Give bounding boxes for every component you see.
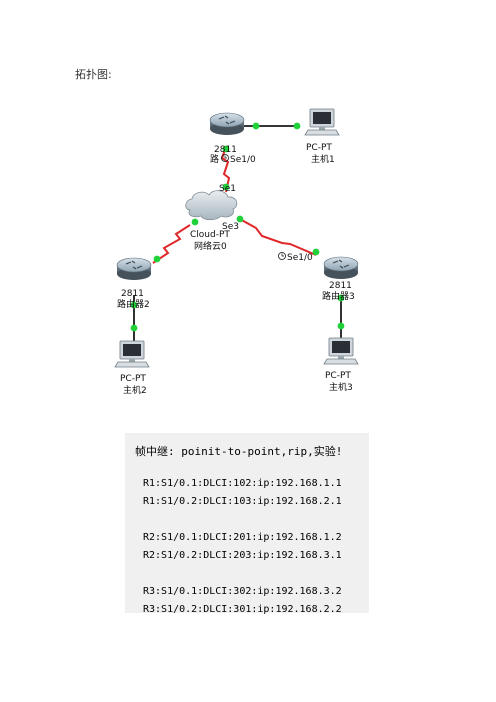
- port-dot: [312, 248, 320, 256]
- serial-link-r1-cloud: [220, 146, 231, 193]
- pc3-model: PC-PT: [325, 371, 351, 381]
- pc1-model: PC-PT: [306, 143, 332, 153]
- cloud-model: Cloud-PT: [190, 230, 230, 240]
- router-r2-icon[interactable]: [116, 257, 152, 281]
- cloud-icon[interactable]: [185, 190, 238, 221]
- serial-link-cloud-r3: [237, 217, 317, 256]
- router-r1-model: 2811: [214, 145, 237, 155]
- config-line: R1:S1/0.2:DLCI:103:ip:192.168.2.1: [143, 496, 342, 507]
- clock-hands: [281, 253, 284, 257]
- pc2-icon[interactable]: [114, 340, 150, 368]
- pc2-model: PC-PT: [120, 374, 146, 384]
- cloud-name: 网络云0: [194, 240, 227, 252]
- port-dot: [130, 324, 138, 332]
- cloud-port-se3: Se3: [222, 222, 239, 232]
- clock-icon: [278, 252, 286, 260]
- pc1-name: 主机1: [311, 153, 335, 165]
- config-line: R2:S1/0.1:DLCI:201:ip:192.168.1.2: [143, 532, 342, 543]
- port-indicators: [130, 122, 345, 332]
- pc3-icon[interactable]: [323, 337, 359, 365]
- port-dot: [293, 122, 301, 130]
- port-dot: [222, 145, 230, 153]
- page-heading: 拓扑图:: [75, 68, 112, 81]
- serial-link-cloud-r2: [152, 224, 191, 264]
- network-topology-diagram: 2811 路 Se1/0 PC-PT 主机1 Se1 Se3 Cloud-PT …: [114, 108, 359, 396]
- port-dot: [153, 255, 161, 263]
- config-line: R3:S1/0.1:DLCI:302:ip:192.168.3.2: [143, 586, 342, 597]
- router-r2-model: 2811: [121, 289, 144, 299]
- router-r1-icon[interactable]: [209, 112, 245, 136]
- pc3-name: 主机3: [329, 381, 353, 393]
- clock-hands: [224, 155, 227, 159]
- clock-icon: [221, 154, 229, 162]
- port-dot: [337, 294, 345, 302]
- router-r2-name: 路由器2: [117, 298, 150, 310]
- config-panel: 帧中继: poinit-to-point,rip,实验! R1:S1/0.1:D…: [125, 433, 369, 615]
- port-dot: [191, 218, 199, 226]
- router-r3-name: 路由器3: [322, 290, 355, 302]
- config-line: R2:S1/0.2:DLCI:203:ip:192.168.3.1: [143, 550, 342, 561]
- config-line: R3:S1/0.2:DLCI:301:ip:192.168.2.2: [143, 604, 342, 615]
- pc1-icon[interactable]: [304, 108, 340, 136]
- router-r1-interface: Se1/0: [230, 155, 256, 165]
- links: [133, 125, 342, 343]
- router-r3-icon[interactable]: [323, 256, 359, 280]
- port-dot: [222, 183, 230, 191]
- port-dot: [337, 322, 345, 330]
- pc2-name: 主机2: [123, 384, 147, 396]
- router-r3-model: 2811: [329, 281, 352, 291]
- router-r1-name-prefix: 路: [210, 153, 219, 165]
- port-dot: [130, 301, 138, 309]
- config-title: 帧中继: poinit-to-point,rip,实验!: [135, 445, 343, 458]
- cloud-port-se1: Se1: [219, 184, 236, 194]
- port-dot: [252, 122, 260, 130]
- router-r3-interface: Se1/0: [287, 253, 313, 263]
- port-dot: [236, 215, 244, 223]
- config-line: R1:S1/0.1:DLCI:102:ip:192.168.1.1: [143, 478, 342, 489]
